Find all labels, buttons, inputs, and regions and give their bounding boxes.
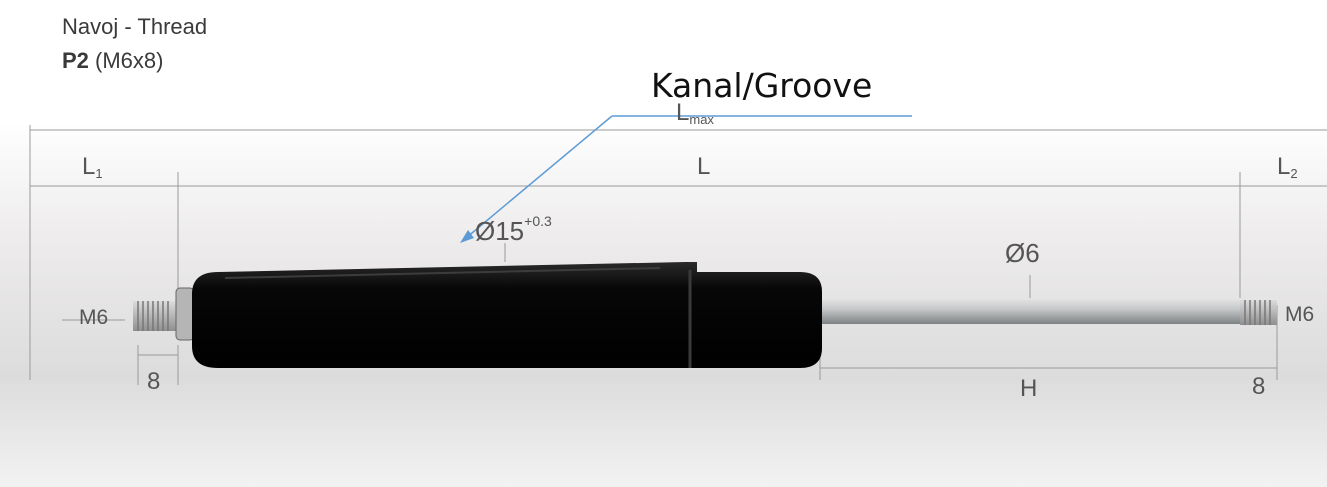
piston-rod bbox=[815, 298, 1245, 324]
groove-callout-arrow bbox=[460, 115, 912, 243]
title-line-1: Navoj - Thread bbox=[62, 14, 208, 39]
thread-length-right-label: 8 bbox=[1252, 373, 1266, 400]
cylinder-body bbox=[192, 262, 822, 368]
right-thread bbox=[1240, 300, 1277, 325]
diameter-6-label: Ø6 bbox=[1005, 238, 1040, 268]
right-thread-ridges bbox=[1244, 300, 1271, 325]
left-thread bbox=[133, 301, 178, 331]
left-thread-ridges bbox=[137, 301, 169, 331]
m6-left-label: M6 bbox=[79, 306, 109, 329]
groove-callout-label: Kanal/Groove bbox=[651, 66, 873, 105]
dimension-lines bbox=[29, 125, 1327, 385]
thread-code: P2 bbox=[62, 48, 89, 73]
thread-spec: (M6x8) bbox=[88, 48, 164, 73]
l-label: L bbox=[697, 153, 711, 180]
thread-length-left-label: 8 bbox=[147, 368, 161, 395]
body-highlight bbox=[224, 267, 661, 279]
m6-right-label: M6 bbox=[1285, 303, 1315, 326]
l1-label: L1 bbox=[82, 153, 103, 181]
left-end-fitting bbox=[175, 287, 195, 341]
l2-label: L2 bbox=[1277, 153, 1298, 181]
lmax-label: Lmax bbox=[676, 99, 714, 127]
h-label: H bbox=[1020, 375, 1038, 402]
diameter-15-label: Ø15+0.3 bbox=[475, 213, 552, 246]
title-line-2: P2 (M6x8) bbox=[62, 48, 163, 74]
